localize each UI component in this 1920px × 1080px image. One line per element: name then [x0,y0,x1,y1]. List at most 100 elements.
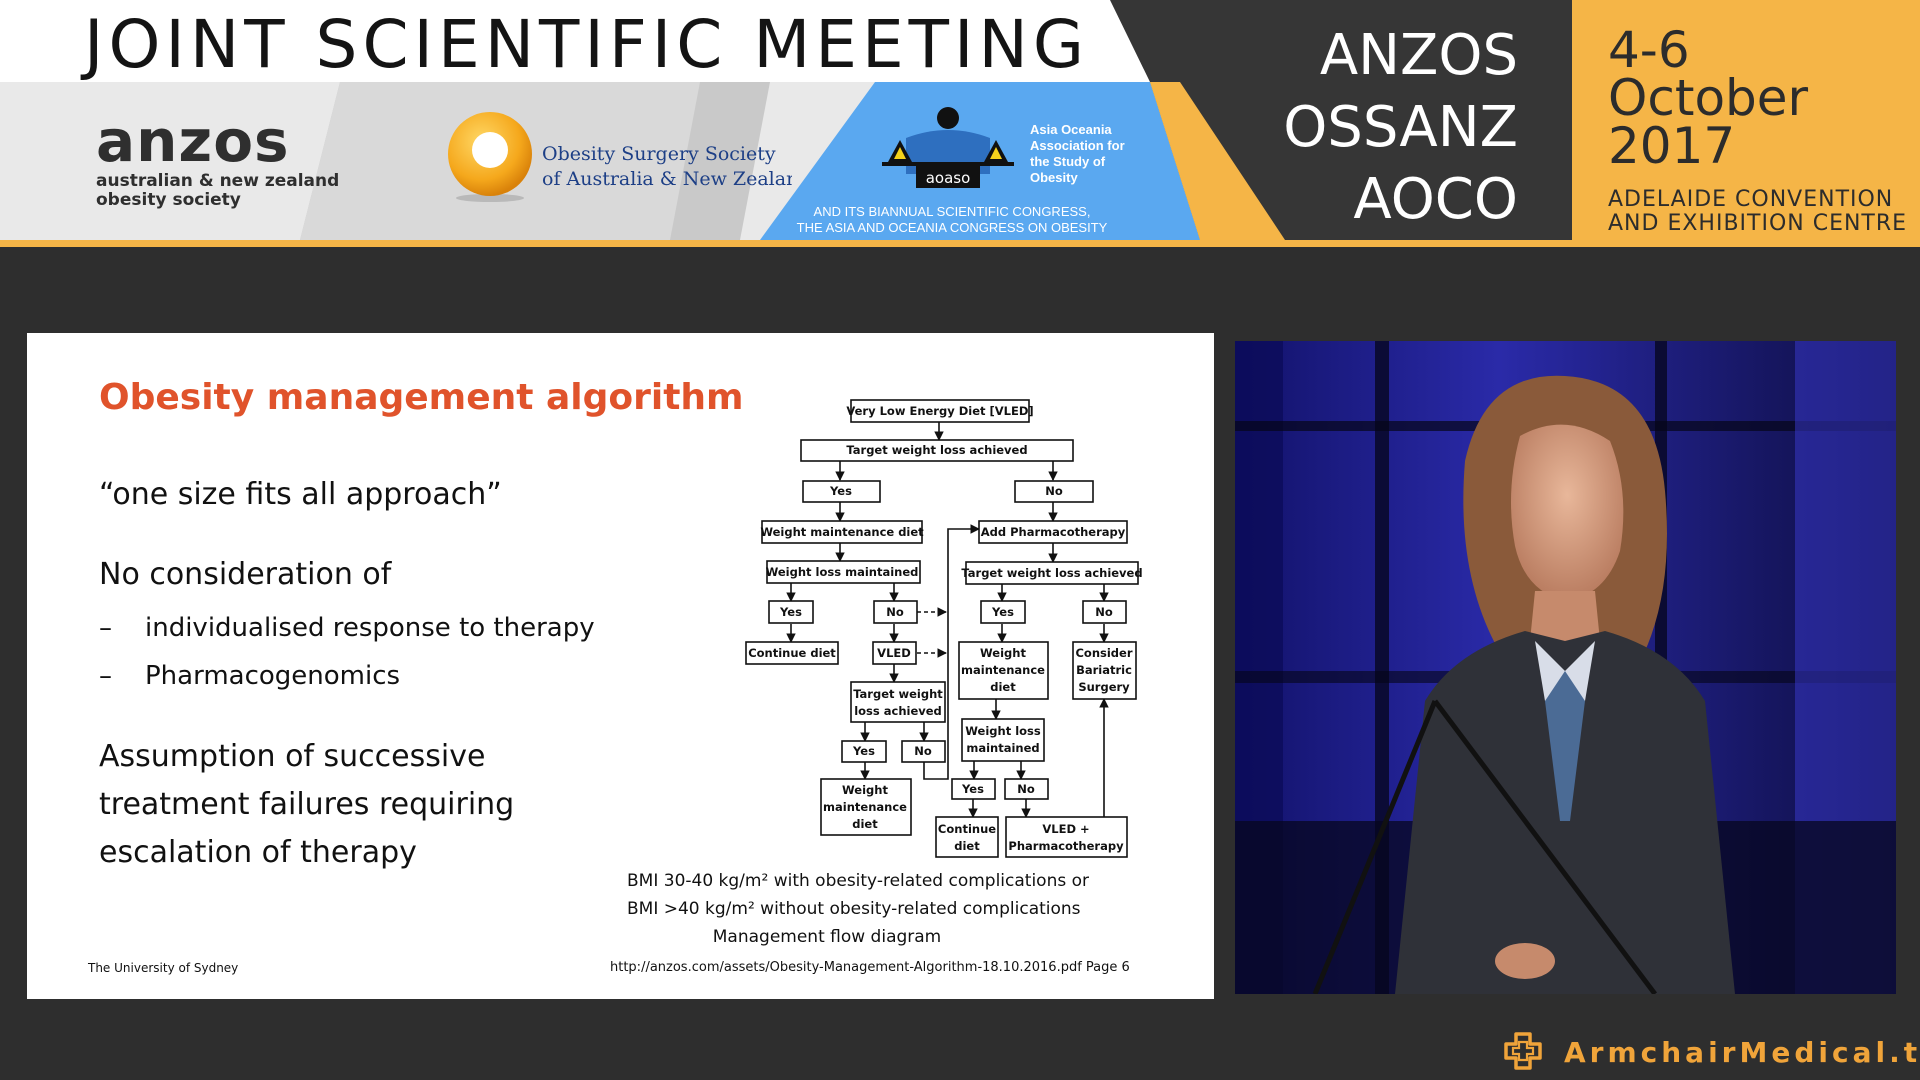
conference-banner: JOINT SCIENTIFIC MEETING anzos australia… [0,0,1920,247]
slide-subitem: – individualised response to therapy [99,613,595,643]
svg-text:diet: diet [954,839,980,853]
svg-text:Weight maintenance diet: Weight maintenance diet [760,525,924,539]
slide-footer-url: http://anzos.com/assets/Obesity-Manageme… [610,960,1130,975]
ossanz-logo-text: Obesity Surgery Society of Australia & N… [542,142,792,192]
event-month: October [1608,69,1809,127]
slide-footer-institution: The University of Sydney [88,961,239,975]
svg-text:Continue: Continue [938,822,996,836]
flow-box-no5: No [1004,778,1049,800]
anzos-logo-word: anzos [96,107,290,175]
assumption-line: Assumption of successive [99,739,486,774]
svg-text:No: No [1095,605,1113,619]
svg-text:Target weight loss achieved: Target weight loss achieved [846,443,1027,457]
bullet-dash: – [99,613,112,643]
flow-box-wmd1: Weight maintenance diet [760,520,924,544]
aoaso-scale-icon: aoaso [882,107,1014,188]
svg-text:Weight loss maintained: Weight loss maintained [766,565,919,579]
flow-box-no2: No [873,600,918,624]
subitem-text: Pharmacogenomics [145,661,401,691]
aoaso-congress-text: AND ITS BIANNUAL SCIENTIFIC CONGRESS, TH… [772,204,1132,236]
speaker-video-frame [1235,341,1896,994]
caption-line3: Management flow diagram [712,927,942,947]
presentation-slide: Obesity management algorithm “one size f… [27,333,1214,999]
bullet-dash: – [99,661,112,691]
management-flow-diagram: Very Low Energy Diet [VLED] Target weigh… [745,399,1143,858]
flow-box-yes3: Yes [980,600,1026,624]
venue-line1: ADELAIDE CONVENTION [1608,187,1894,212]
svg-text:diet: diet [852,817,878,831]
ossanz-logo-line2: of Australia & New Zealanc [542,168,792,190]
svg-text:Consider: Consider [1075,646,1132,660]
svg-text:Target weight loss achieved: Target weight loss achieved [961,566,1142,580]
flow-box-vled-pharma: VLED + Pharmacotherapy [1005,816,1128,858]
svg-text:Weight: Weight [980,646,1026,660]
caption-line1: BMI 30-40 kg/m² with obesity-related com… [627,871,1090,891]
flow-box-wlm1: Weight loss maintained [766,560,921,584]
event-venue: ADELAIDE CONVENTION AND EXHIBITION CENTR… [1608,188,1907,236]
flow-box-wlm2: Weight loss maintained [961,718,1045,762]
flow-box-yes5: Yes [951,778,996,800]
svg-text:VLED: VLED [877,646,911,660]
flow-box-no4: No [901,740,946,763]
svg-text:loss achieved: loss achieved [854,704,942,718]
svg-text:No: No [1017,782,1035,796]
flow-box-no3: No [1082,600,1127,624]
flow-box-bariatric: Consider Bariatric Surgery [1072,641,1137,700]
svg-text:VLED +: VLED + [1042,822,1089,836]
slide-assumption: Assumption of successive treatment failu… [99,733,514,877]
aoaso-badge: aoaso [926,169,971,187]
ossanz-logo-line1: Obesity Surgery Society [542,143,776,165]
svg-text:Yes: Yes [961,782,984,796]
anzos-logo-line1: australian & new zealand [96,171,340,191]
anzos-logo: anzos australian & new zealand obesity s… [96,107,340,222]
subitem-text: individualised response to therapy [145,613,595,643]
svg-text:Pharmacotherapy: Pharmacotherapy [1008,839,1124,853]
banner-title: JOINT SCIENTIFIC MEETING [84,6,1089,83]
flow-box-add-pharma: Add Pharmacotherapy [978,520,1128,544]
slide-title: Obesity management algorithm [99,377,744,418]
flow-box-wmd3: Weight maintenance diet [820,778,912,836]
svg-text:Yes: Yes [829,484,852,498]
flow-box-target2: Target weight loss achieved [961,561,1143,585]
caption-line2: BMI >40 kg/m² without obesity-related co… [627,899,1081,919]
svg-text:Yes: Yes [991,605,1014,619]
svg-text:Yes: Yes [852,744,875,758]
svg-text:Continue diet: Continue diet [748,646,836,660]
svg-text:Surgery: Surgery [1078,680,1130,694]
aoaso-name: Asia Oceania Association for the Study o… [1030,122,1125,186]
anzos-logo-line2: obesity society [96,190,241,210]
svg-text:maintained: maintained [966,741,1039,755]
slide-subitem: – Pharmacogenomics [99,661,400,691]
flow-box-target3: Target weight loss achieved [850,681,946,723]
svg-text:No: No [886,605,904,619]
aoaso-congress-line2: THE ASIA AND OCEANIA CONGRESS ON OBESITY [796,220,1108,235]
medical-cross-icon [1504,1032,1542,1070]
aoaso-line: Association for [1030,138,1125,153]
event-dates: 4-6 October 2017 ADELAIDE CONVENTION AND… [1608,25,1907,236]
svg-text:No: No [1045,484,1063,498]
slide-quote: “one size fits all approach” [99,477,502,512]
flow-box-target1: Target weight loss achieved [800,439,1074,462]
flow-caption: BMI 30-40 kg/m² with obesity-related com… [627,867,1090,951]
svg-text:Very Low Energy Diet [VLED]: Very Low Energy Diet [VLED] [846,404,1033,418]
flow-connectors [786,422,1109,818]
org-anzos: ANZOS [1319,23,1518,88]
svg-text:No: No [914,744,932,758]
flow-box-continue2: Continue diet [935,816,999,858]
svg-text:Weight: Weight [842,783,888,797]
svg-text:diet: diet [990,680,1016,694]
ossanz-logo: Obesity Surgery Society of Australia & N… [440,110,800,210]
flow-box-yes2: Yes [768,600,814,624]
svg-text:Target weight: Target weight [853,687,943,701]
armchairmedical-brand[interactable]: ArmchairMedical.tv [1500,1030,1920,1074]
flow-box-vled-top: Very Low Energy Diet [VLED] [846,399,1034,423]
flow-box-vled2: VLED [872,641,917,665]
organization-list: ANZOS OSSANZ AOCO [1283,20,1518,236]
brand-name: ArmchairMedical.tv [1564,1035,1920,1069]
flow-box-no1: No [1014,480,1094,503]
event-year: 2017 [1608,117,1736,175]
svg-text:Add Pharmacotherapy: Add Pharmacotherapy [981,525,1126,539]
speaker-video[interactable] [1235,341,1896,994]
svg-text:Yes: Yes [779,605,802,619]
aoaso-congress-line1: AND ITS BIANNUAL SCIENTIFIC CONGRESS, [813,204,1091,219]
